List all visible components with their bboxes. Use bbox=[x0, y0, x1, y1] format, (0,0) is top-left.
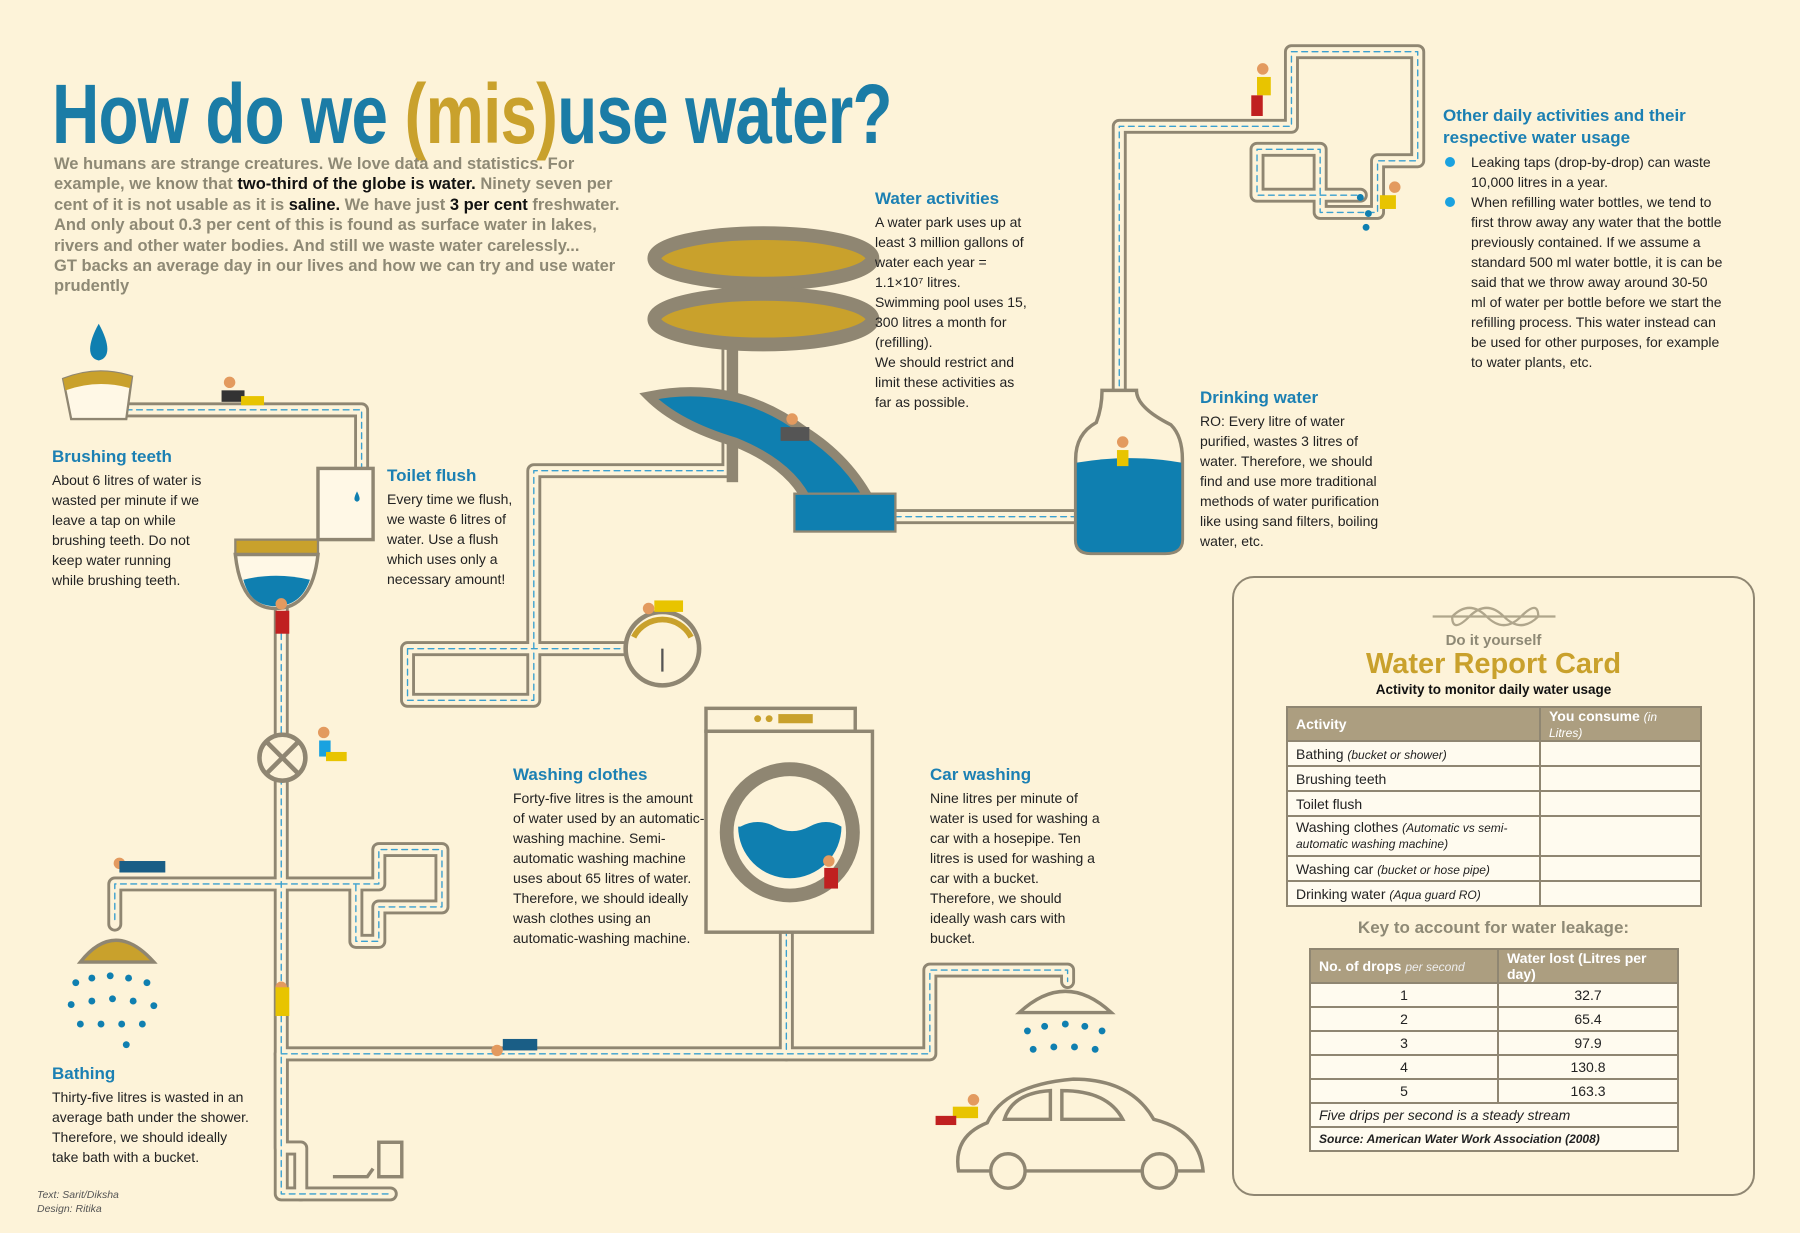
section-title: Bathing bbox=[52, 1064, 116, 1083]
consume-input[interactable] bbox=[1539, 790, 1702, 817]
list-item: When refilling water bottles, we tend to… bbox=[1443, 192, 1723, 372]
bullet-icon bbox=[1445, 157, 1455, 167]
faucet-icon bbox=[332, 1140, 404, 1179]
section-title: Other daily activities and their respect… bbox=[1443, 106, 1686, 147]
shower-icon bbox=[67, 938, 158, 1049]
section-text: Thirty-five litres is wasted in an avera… bbox=[52, 1089, 249, 1165]
ornament-icon bbox=[1432, 606, 1556, 627]
section-text: Nine litres per minute of water is used … bbox=[930, 790, 1100, 946]
pressure-gauge-icon bbox=[623, 609, 702, 688]
car-shower-icon bbox=[1014, 989, 1116, 1053]
report-card-subtitle: Activity to monitor daily water usage bbox=[1375, 682, 1612, 697]
report-card-kicker: Do it yourself bbox=[1445, 632, 1542, 649]
section-text: RO: Every litre of water purified, waste… bbox=[1200, 413, 1379, 549]
table-row: Washing car (bucket or hose pipe) bbox=[1286, 855, 1702, 882]
source-note: Source: American Water Work Association … bbox=[1309, 1126, 1679, 1152]
consume-input[interactable] bbox=[1539, 765, 1702, 792]
person-figures bbox=[113, 63, 1401, 1126]
drinking-water-section: Drinking water RO: Every litre of water … bbox=[1200, 388, 1395, 551]
water-flow-line bbox=[114, 51, 1419, 1195]
table-row: Drinking water (Aqua guard RO) bbox=[1286, 880, 1702, 907]
section-title: Brushing teeth bbox=[52, 447, 172, 466]
car-icon bbox=[956, 1077, 1205, 1190]
water-slide-icon bbox=[639, 226, 897, 533]
section-title: Water activities bbox=[875, 189, 1000, 208]
brushing-teeth-section: Brushing teeth About 6 litres of water i… bbox=[52, 447, 202, 590]
consume-input[interactable] bbox=[1539, 855, 1702, 882]
car-washing-section: Car washing Nine litres per minute of wa… bbox=[930, 765, 1100, 948]
consume-input[interactable] bbox=[1539, 815, 1702, 857]
section-title: Drinking water bbox=[1200, 388, 1319, 407]
water-activities-section: Water activities A water park uses up at… bbox=[875, 189, 1027, 412]
leakage-key-title: Key to account for water leakage: bbox=[1357, 918, 1630, 937]
valve-icon bbox=[257, 732, 308, 783]
table-row: Brushing teeth bbox=[1286, 765, 1702, 792]
key-note: Five drips per second is a steady stream bbox=[1309, 1102, 1679, 1128]
section-title: Toilet flush bbox=[387, 466, 477, 485]
consume-input[interactable] bbox=[1539, 880, 1702, 907]
section-text: Forty-five litres is the amount of water… bbox=[513, 790, 705, 886]
bathing-section: Bathing Thirty-five litres is wasted in … bbox=[52, 1064, 257, 1167]
section-text: Every time we flush, we waste 6 litres o… bbox=[387, 491, 513, 587]
consume-input[interactable] bbox=[1539, 740, 1702, 767]
section-text: Therefore, we should ideally wash clothe… bbox=[513, 890, 691, 946]
other-activities-section: Other daily activities and their respect… bbox=[1443, 105, 1723, 372]
report-card-title: Water Report Card bbox=[1365, 648, 1622, 680]
header-consume: You consume (in Litres) bbox=[1539, 706, 1702, 742]
header-activity: Activity bbox=[1286, 706, 1541, 742]
page-title: How do we (mis)use water? bbox=[52, 67, 892, 161]
water-report-card bbox=[1232, 576, 1755, 1196]
table-row: Bathing (bucket or shower) bbox=[1286, 740, 1702, 767]
washing-machine-icon bbox=[704, 706, 875, 934]
table-row: Washing clothes (Automatic vs semi-autom… bbox=[1286, 815, 1702, 857]
washing-clothes-section: Washing clothes Forty-five litres is the… bbox=[513, 765, 705, 948]
bullet-icon bbox=[1445, 197, 1455, 207]
section-title: Washing clothes bbox=[513, 765, 648, 784]
water-bottle-icon bbox=[1073, 388, 1185, 556]
table-row: Toilet flush bbox=[1286, 790, 1702, 817]
toothbrush-icon bbox=[61, 323, 134, 421]
list-item: Leaking taps (drop-by-drop) can waste 10… bbox=[1443, 152, 1723, 192]
intro-paragraph: We humans are strange creatures. We love… bbox=[54, 155, 620, 296]
section-text: A water park uses up at least 3 million … bbox=[875, 214, 1027, 350]
section-text: About 6 litres of water is wasted per mi… bbox=[52, 472, 202, 588]
toilet-icon bbox=[233, 466, 375, 611]
toilet-flush-section: Toilet flush Every time we flush, we was… bbox=[387, 466, 517, 589]
leaking-tap-icon bbox=[1356, 194, 1372, 231]
section-text: We should restrict and limit these activ… bbox=[875, 354, 1015, 410]
section-title: Car washing bbox=[930, 765, 1032, 784]
